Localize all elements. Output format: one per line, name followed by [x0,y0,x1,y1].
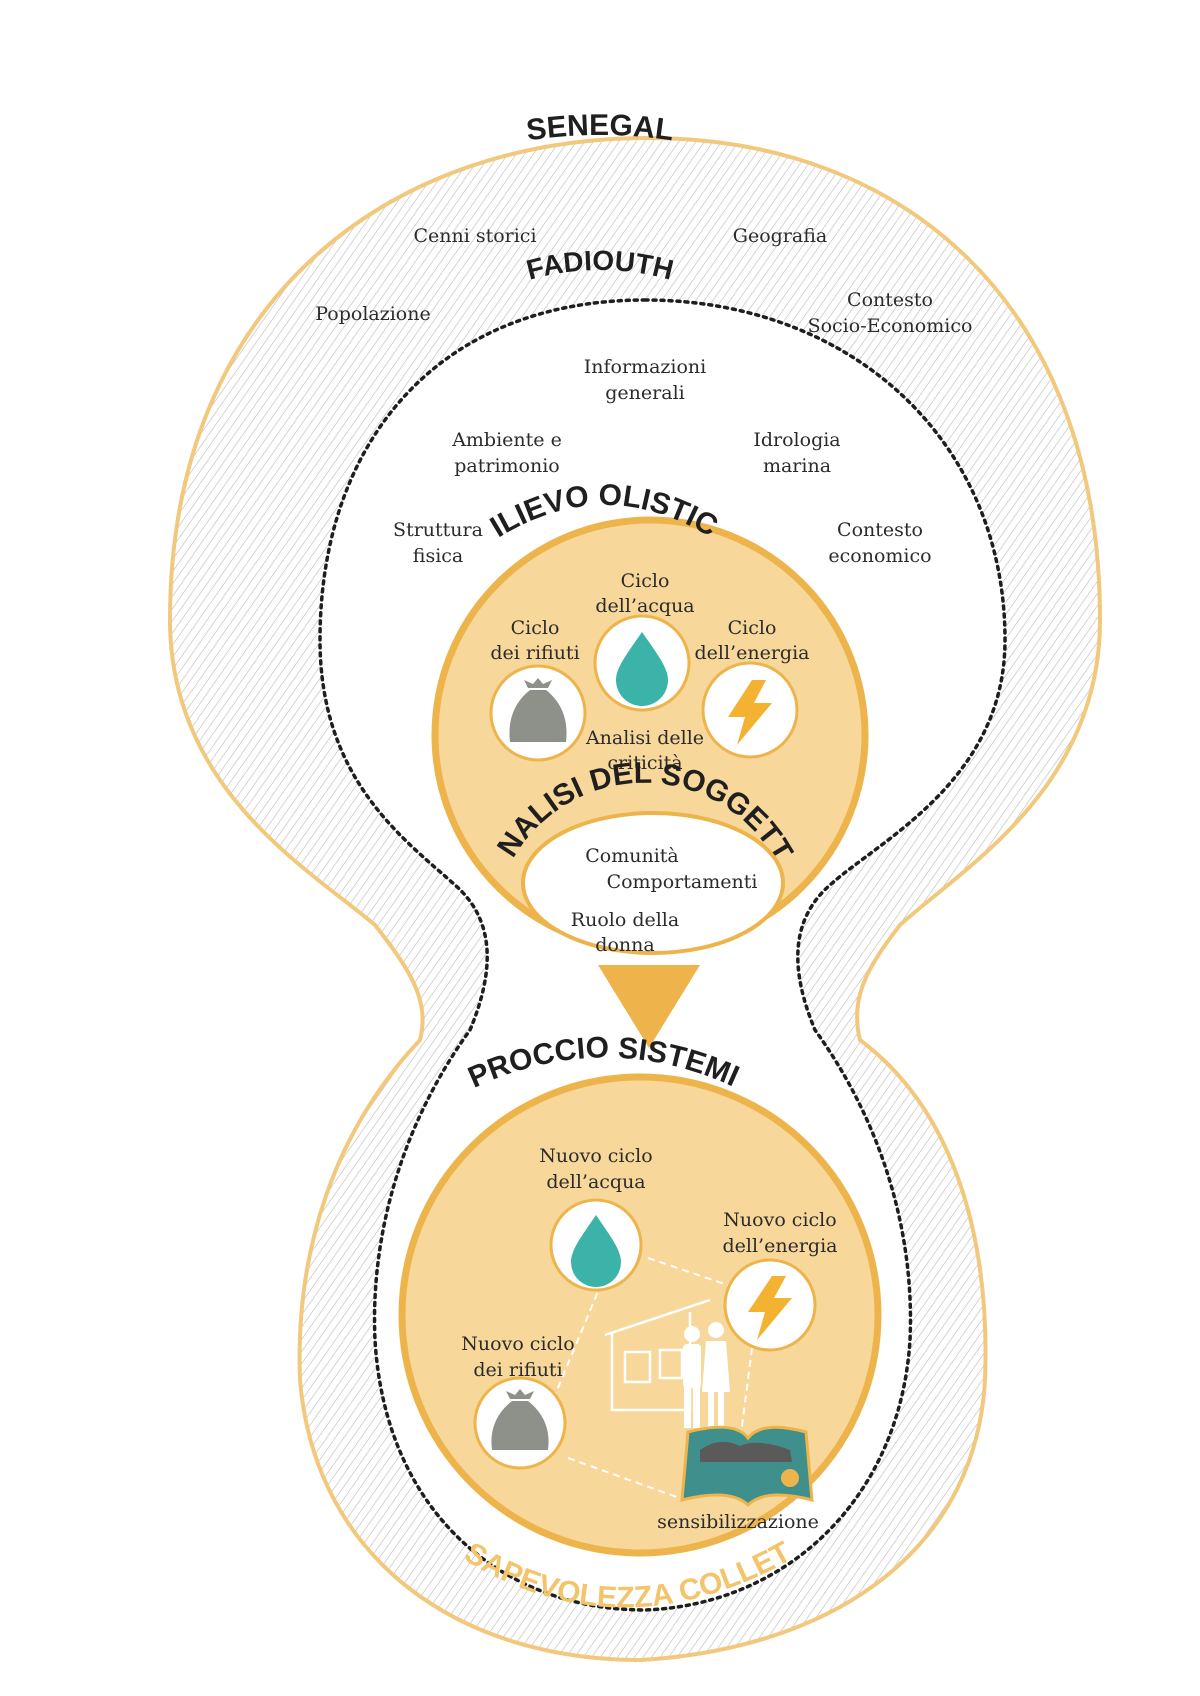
label-nuovo-acqua-1: Nuovo ciclo [539,1145,652,1167]
label-ciclo-acqua-1: Ciclo [621,570,670,592]
trash-bag-icon [473,1376,567,1470]
label-criticita: criticità [607,752,682,774]
label-patrimonio: patrimonio [454,455,560,477]
trash-bag-icon [489,664,587,762]
label-ciclo-energia-1: Ciclo [728,617,777,639]
flow-arrow [598,965,700,1048]
label-sensibilizzazione: sensibilizzazione [657,1511,819,1533]
label-contesto-economico-1: Contesto [837,519,923,541]
senegal-labels: Cenni storici Geografia Popolazione Cont… [315,225,972,337]
label-cenni-storici: Cenni storici [413,225,536,247]
label-idrologia: Idrologia [753,429,840,451]
fadiouth-labels: Informazioni generali Ambiente e patrimo… [393,356,932,567]
water-drop-icon [593,614,691,712]
label-ciclo-rifiuti-2: dei rifiuti [490,642,579,664]
label-ciclo-energia-2: dell’energia [695,642,810,664]
label-contesto: Contesto [847,289,933,311]
label-ambiente: Ambiente e [451,429,562,451]
open-book-icon [680,1425,814,1508]
label-nuovo-energia-1: Nuovo ciclo [723,1209,836,1231]
label-nuovo-rifiuti-1: Nuovo ciclo [461,1333,574,1355]
label-comunita: Comunità [585,845,679,867]
label-contesto-economico-2: economico [828,545,931,567]
label-ciclo-acqua-2: dell’acqua [595,595,694,617]
label-fisica: fisica [413,545,463,567]
label-ciclo-rifiuti-1: Ciclo [511,617,560,639]
approccio-sistemico-section: Nuovo ciclo dell’acqua Nuovo ciclo dell’… [398,1073,882,1557]
label-nuovo-energia-2: dell’energia [723,1235,838,1257]
label-popolazione: Popolazione [315,303,430,325]
lightning-bolt-icon [701,661,799,759]
label-generali: generali [605,382,684,404]
lightning-bolt-icon [723,1258,817,1352]
label-struttura: Struttura [393,519,483,541]
label-ruolo-della: Ruolo della [571,909,679,931]
senegal-title: SENEGAL [524,109,675,147]
soggetto-ellipse [521,811,785,955]
label-donna: donna [595,934,654,956]
label-comportamenti: Comportamenti [607,871,758,893]
label-socio-economico: Socio-Economico [808,315,973,337]
label-marina: marina [763,455,831,477]
label-nuovo-rifiuti-2: dei rifiuti [473,1359,562,1381]
water-drop-icon [549,1198,643,1292]
label-geografia: Geografia [733,225,827,247]
people-icon [683,1322,730,1428]
label-informazioni: Informazioni [584,356,706,378]
label-nuovo-acqua-2: dell’acqua [546,1171,645,1193]
label-analisi-delle: Analisi delle [585,727,704,749]
